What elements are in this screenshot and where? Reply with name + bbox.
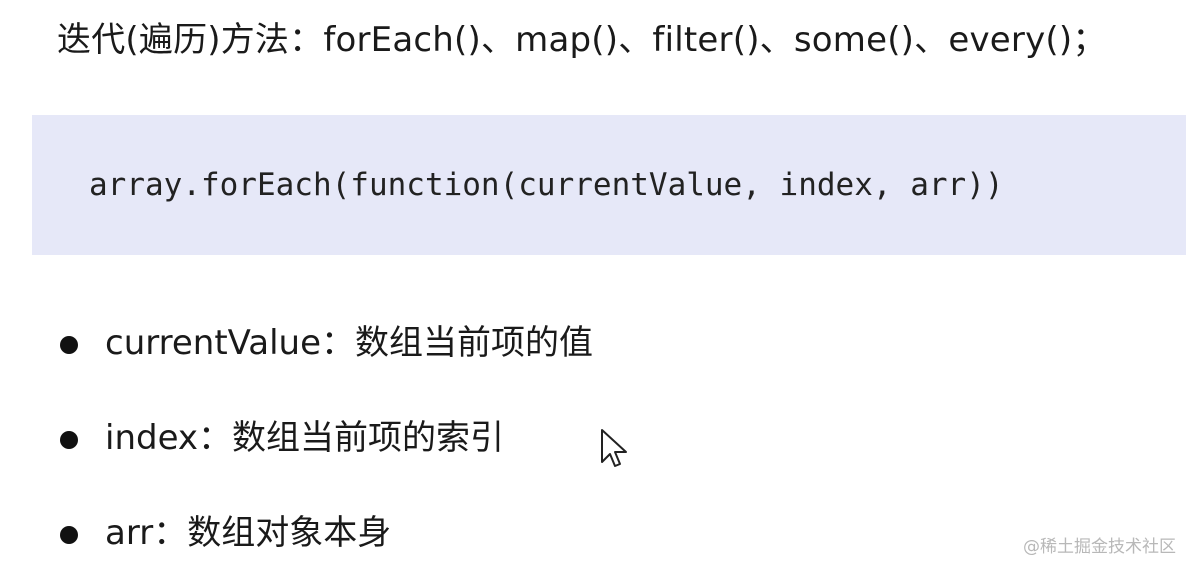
- code-line: array.forEach(function(currentValue, ind…: [89, 167, 1004, 203]
- watermark: @稀土掘金技术社区: [1023, 537, 1176, 557]
- bullet-icon: [60, 431, 78, 449]
- param-description: currentValue：数组当前项的值: [105, 323, 594, 363]
- bullet-icon: [60, 526, 78, 544]
- param-description: index：数组当前项的索引: [105, 418, 505, 458]
- code-block: array.forEach(function(currentValue, ind…: [32, 115, 1186, 255]
- mouse-pointer-icon: [601, 429, 627, 467]
- section-heading: 迭代(遍历)方法：forEach()、map()、filter()、some()…: [57, 20, 1107, 60]
- bullet-icon: [60, 336, 78, 354]
- param-description: arr：数组对象本身: [105, 513, 392, 553]
